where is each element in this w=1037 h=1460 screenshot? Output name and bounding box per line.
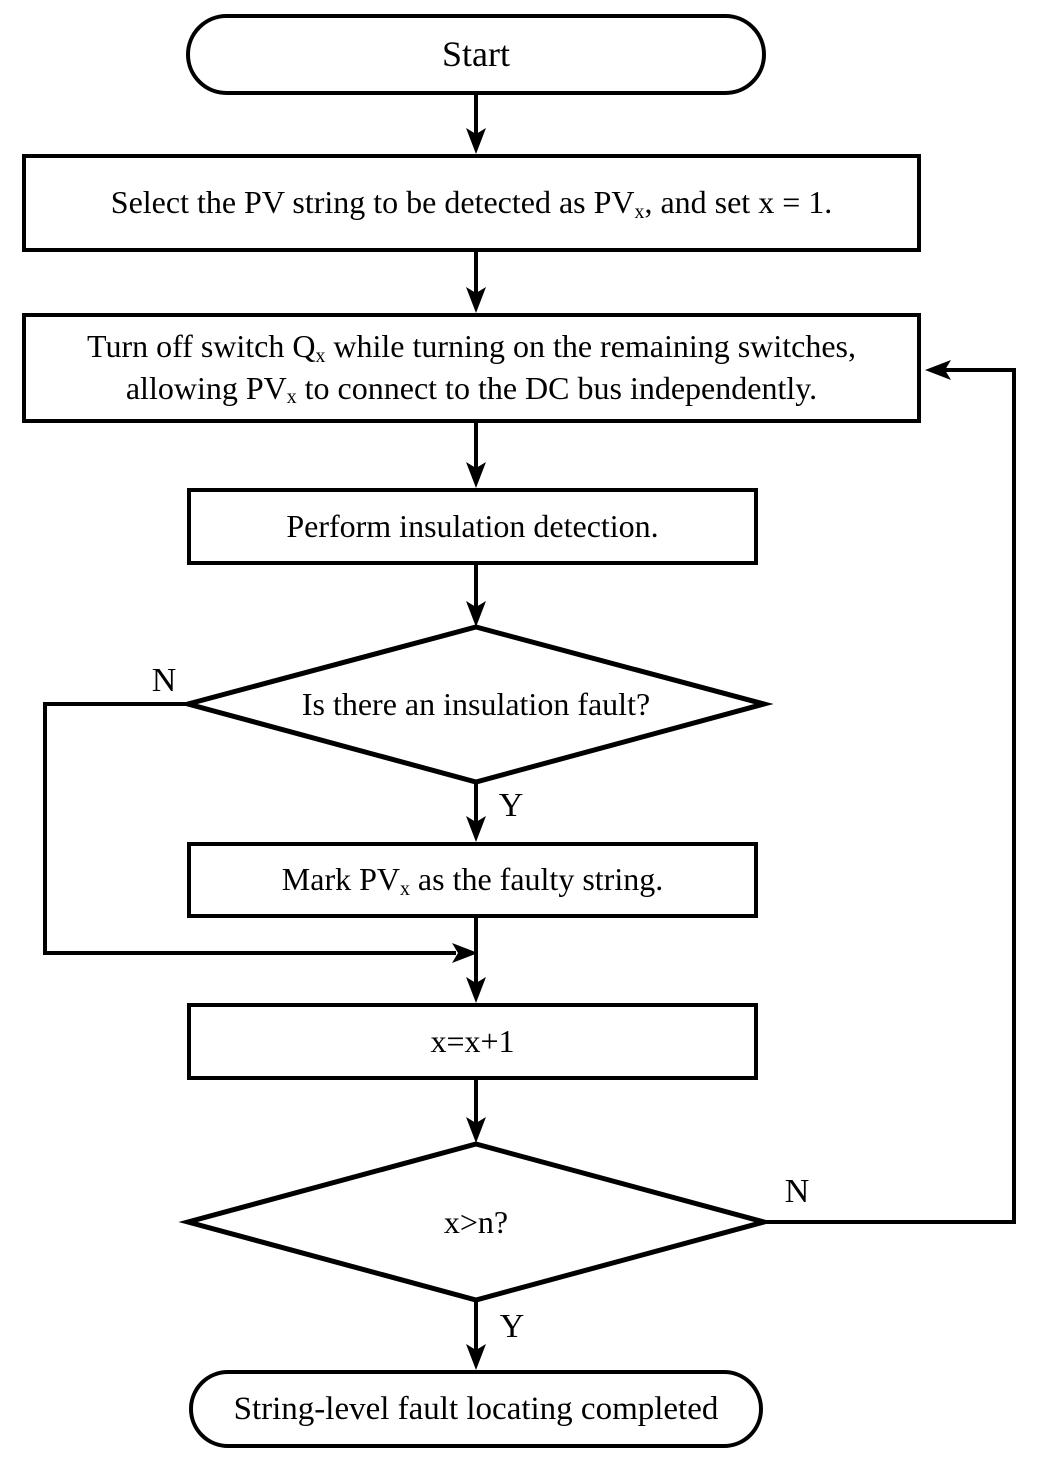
process-switch-config-line2: allowing PVx to connect to the DC bus in…	[125, 370, 818, 409]
arrowhead	[925, 360, 951, 380]
edge-decision-no-branch	[43, 702, 456, 955]
decision-insulation-fault-diamond	[178, 624, 774, 785]
process-mark-faulty: Mark PVx as the faulty string.	[187, 842, 758, 918]
decision-insulation-fault-label: Is there an insulation fault?	[301, 685, 651, 722]
arrowhead	[466, 1117, 486, 1143]
process-switch-config-line1: Turn off switch Qx while turning on the …	[87, 328, 856, 367]
subscript-x: x	[634, 200, 645, 223]
arrowhead	[452, 943, 478, 963]
process-insulation-detection: Perform insulation detection.	[187, 488, 758, 565]
process-increment-x-label: x=x+1	[430, 1022, 515, 1059]
process-switch-config: Turn off switch Qx while turning on the …	[22, 313, 921, 423]
arrowhead	[466, 816, 486, 842]
process-select-string: Select the PV string to be detected as P…	[22, 154, 921, 252]
arrowhead	[466, 462, 486, 488]
branch-label-fault-no: N	[151, 662, 177, 699]
process-increment-x: x=x+1	[187, 1003, 758, 1080]
subscript-x: x	[400, 877, 410, 900]
start-label: Start	[442, 34, 510, 75]
branch-label-loop-yes: Y	[499, 1308, 525, 1345]
decision-x-gt-n-diamond	[178, 1141, 774, 1303]
arrowhead	[466, 1344, 486, 1370]
arrowhead	[466, 977, 486, 1003]
decision-x-gt-n-label: x>n?	[443, 1203, 509, 1240]
process-insulation-detection-label: Perform insulation detection.	[286, 507, 659, 544]
branch-label-fault-yes: Y	[498, 787, 524, 824]
end-label: String-level fault locating completed	[233, 1390, 719, 1427]
branch-label-loop-no: N	[784, 1173, 810, 1210]
process-mark-faulty-label: Mark PVx as the faulty string.	[281, 861, 664, 900]
edge-loop-no-branch	[764, 368, 1016, 1224]
arrowhead	[466, 601, 486, 627]
process-select-string-label: Select the PV string to be detected as P…	[110, 184, 833, 223]
subscript-x: x	[286, 386, 297, 409]
subscript-x: x	[315, 344, 326, 367]
arrowhead	[466, 128, 486, 154]
arrowhead	[466, 287, 486, 313]
end-terminator: String-level fault locating completed	[189, 1370, 763, 1448]
start-terminator: Start	[186, 14, 766, 95]
